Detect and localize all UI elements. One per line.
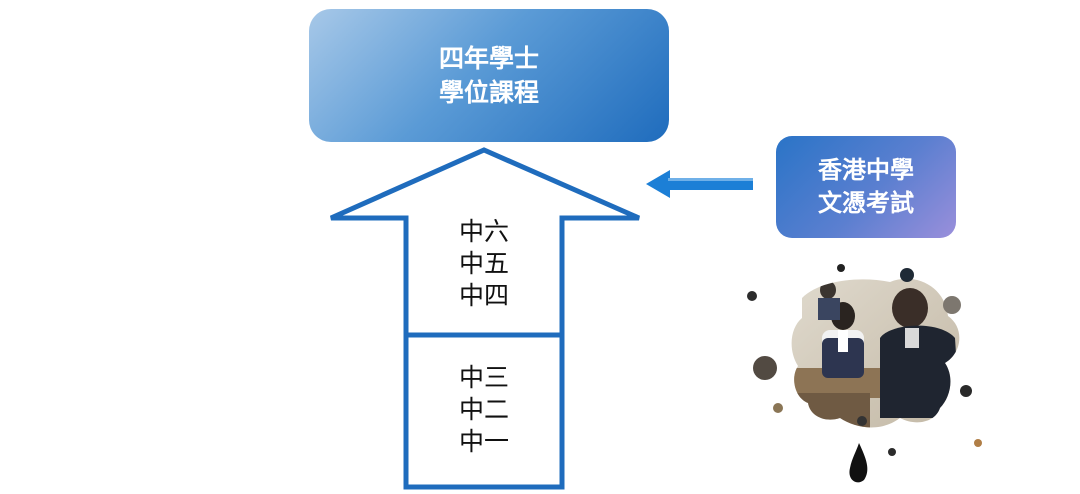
junior-secondary-grades: 中三 中二 中一 bbox=[406, 362, 562, 458]
exam-arrow bbox=[646, 170, 753, 198]
grade-label: 中二 bbox=[459, 394, 509, 426]
degree-line-1: 四年學士 bbox=[439, 42, 539, 76]
grade-label: 中一 bbox=[459, 426, 509, 458]
grade-label: 中四 bbox=[459, 280, 509, 312]
degree-line-2: 學位課程 bbox=[439, 76, 539, 110]
grade-label: 中三 bbox=[459, 362, 509, 394]
degree-programme-box: 四年學士 學位課程 bbox=[309, 9, 669, 142]
exam-line-1: 香港中學 bbox=[818, 154, 914, 187]
dse-exam-box: 香港中學 文憑考試 bbox=[776, 136, 956, 238]
grade-label: 中六 bbox=[459, 216, 509, 248]
grade-label: 中五 bbox=[459, 248, 509, 280]
ink-splash-photo-icon bbox=[740, 258, 1000, 490]
senior-secondary-grades: 中六 中五 中四 bbox=[406, 216, 562, 312]
students-classroom-photo bbox=[740, 258, 1000, 490]
exam-line-2: 文憑考試 bbox=[818, 187, 914, 220]
